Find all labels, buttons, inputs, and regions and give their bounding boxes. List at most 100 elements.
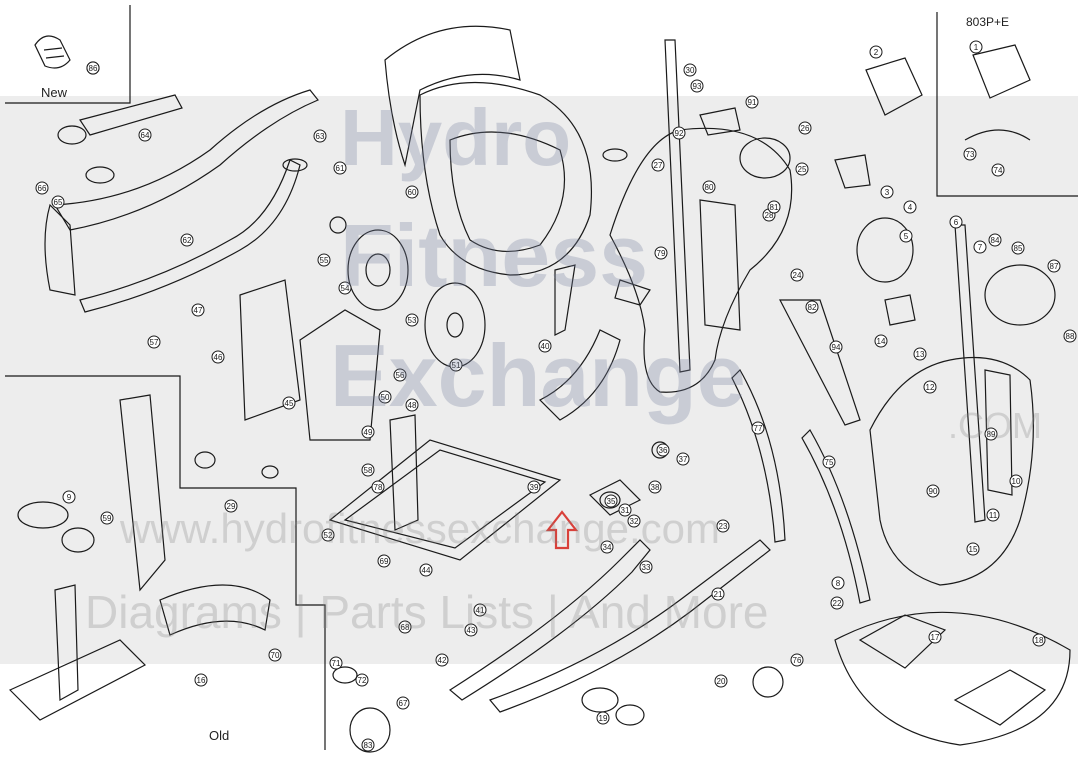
callout-35: 35: [604, 494, 618, 508]
callout-48: 48: [405, 398, 419, 412]
watermark-suffix: .COM: [948, 405, 1042, 446]
callout-4: 4: [903, 200, 917, 214]
pedal-arms-drawing: [448, 299, 871, 713]
callout-70: 70: [268, 648, 282, 662]
svg-text:21: 21: [714, 590, 723, 599]
svg-text:59: 59: [103, 514, 112, 523]
callout-91: 91: [745, 95, 759, 109]
red-arrow: [545, 510, 579, 550]
svg-text:45: 45: [285, 399, 294, 408]
old-section-border: [5, 375, 326, 750]
svg-text:51: 51: [452, 361, 461, 370]
side-plates-drawing: [239, 279, 381, 441]
callout-90: 90: [926, 484, 940, 498]
callout-47: 47: [191, 303, 205, 317]
svg-text:1: 1: [974, 43, 979, 52]
svg-text:23: 23: [719, 522, 728, 531]
small-parts-drawing: [194, 107, 916, 753]
callout-52: 52: [321, 528, 335, 542]
callout-1: 1: [969, 40, 983, 54]
svg-text:75: 75: [825, 458, 834, 467]
callout-7: 7: [973, 240, 987, 254]
svg-text:78: 78: [374, 483, 383, 492]
callout-51: 51: [449, 358, 463, 372]
svg-text:84: 84: [991, 236, 1000, 245]
callout-22: 22: [830, 596, 844, 610]
svg-text:26: 26: [801, 124, 810, 133]
callout-65: 65: [51, 195, 65, 209]
callout-16: 16: [194, 673, 208, 687]
svg-text:17: 17: [931, 633, 940, 642]
svg-text:68: 68: [401, 623, 410, 632]
svg-text:60: 60: [408, 188, 417, 197]
callout-74: 74: [991, 163, 1005, 177]
callout-30: 30: [683, 63, 697, 77]
svg-text:18: 18: [1035, 636, 1044, 645]
watermark-line1: Hydro: [340, 93, 572, 182]
svg-text:52: 52: [324, 531, 333, 540]
old-frame-drawing: [8, 394, 271, 721]
callout-53: 53: [405, 313, 419, 327]
svg-text:15: 15: [969, 545, 978, 554]
callout-9: 9: [62, 490, 76, 504]
svg-text:40: 40: [541, 342, 550, 351]
callout-57: 57: [147, 335, 161, 349]
svg-text:82: 82: [808, 303, 817, 312]
callout-20: 20: [714, 674, 728, 688]
callout-29: 29: [224, 499, 238, 513]
callout-27: 27: [651, 158, 665, 172]
svg-text:48: 48: [408, 401, 417, 410]
svg-text:66: 66: [38, 184, 47, 193]
callout-89: 89: [984, 427, 998, 441]
svg-text:29: 29: [227, 502, 236, 511]
shroud-drawing: [384, 25, 593, 276]
callout-24: 24: [790, 268, 804, 282]
svg-text:38: 38: [651, 483, 660, 492]
svg-text:56: 56: [396, 371, 405, 380]
callout-73: 73: [963, 147, 977, 161]
callout-85: 85: [1011, 241, 1025, 255]
callout-34: 34: [600, 540, 614, 554]
callout-10: 10: [1009, 474, 1023, 488]
svg-text:44: 44: [422, 566, 431, 575]
callout-12: 12: [923, 380, 937, 394]
svg-text:93: 93: [693, 82, 702, 91]
callout-56: 56: [393, 368, 407, 382]
svg-text:88: 88: [1066, 332, 1075, 341]
footpads-drawing: [834, 611, 1071, 746]
callout-82: 82: [805, 300, 819, 314]
callout-13: 13: [913, 347, 927, 361]
svg-text:74: 74: [994, 166, 1003, 175]
callout-63: 63: [313, 129, 327, 143]
svg-text:37: 37: [679, 455, 688, 464]
callout-2: 2: [869, 45, 883, 59]
svg-text:5: 5: [904, 232, 909, 241]
svg-text:2: 2: [874, 48, 879, 57]
callout-37: 37: [676, 452, 690, 466]
svg-text:86: 86: [89, 64, 98, 73]
svg-text:3: 3: [885, 188, 890, 197]
callout-79: 79: [654, 246, 668, 260]
watermark-line2: Fitness: [340, 206, 649, 305]
svg-text:33: 33: [642, 563, 651, 572]
svg-text:89: 89: [987, 430, 996, 439]
callout-32: 32: [627, 514, 641, 528]
old-label: Old: [209, 728, 230, 743]
callout-80: 80: [702, 180, 716, 194]
svg-text:46: 46: [214, 353, 223, 362]
svg-text:25: 25: [798, 165, 807, 174]
svg-text:35: 35: [607, 497, 616, 506]
callout-71: 71: [329, 656, 343, 670]
svg-text:32: 32: [630, 517, 639, 526]
svg-text:19: 19: [599, 714, 608, 723]
callout-41: 41: [473, 603, 487, 617]
callout-62: 62: [180, 233, 194, 247]
callout-43: 43: [464, 623, 478, 637]
callout-33: 33: [639, 560, 653, 574]
svg-text:69: 69: [380, 557, 389, 566]
new-inset-border: [5, 5, 131, 104]
callout-76: 76: [790, 653, 804, 667]
svg-text:50: 50: [381, 393, 390, 402]
svg-text:72: 72: [358, 676, 367, 685]
